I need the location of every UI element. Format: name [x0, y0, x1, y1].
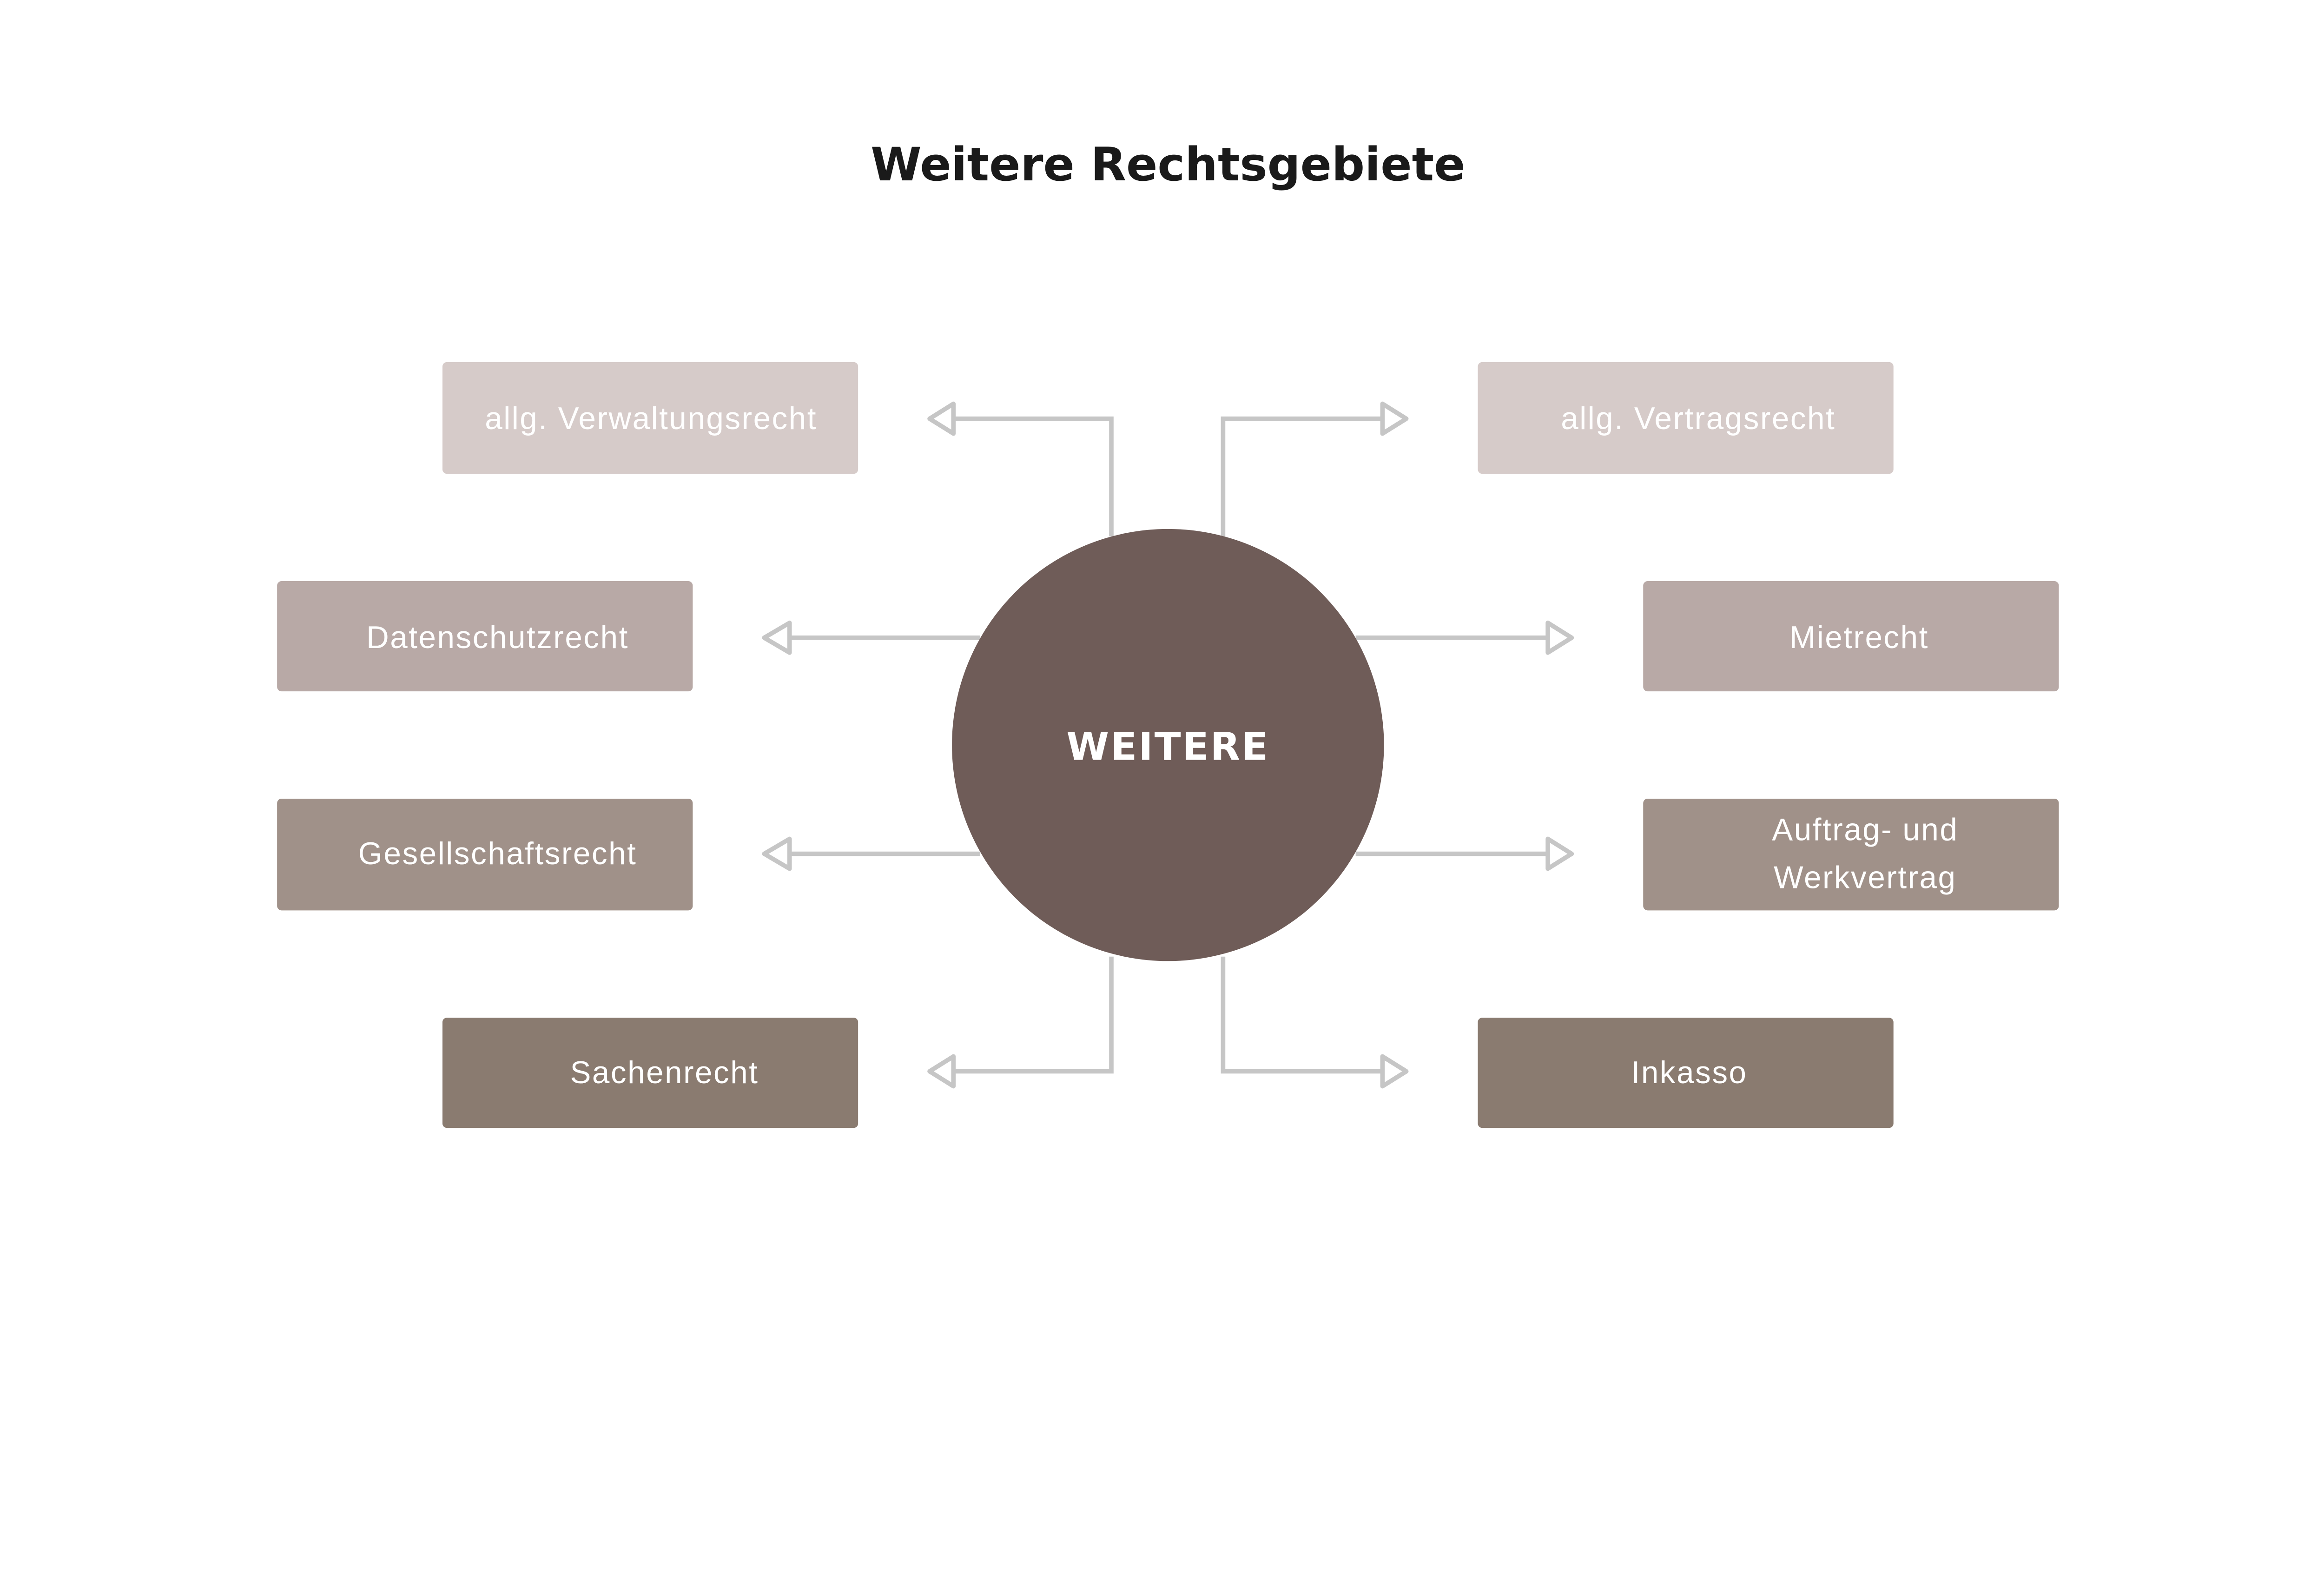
arrow-left-2-icon	[762, 620, 792, 655]
node-auftrag-werkvertrag: Auftrag- und Werkvertrag	[1643, 798, 2059, 911]
node-box	[1478, 1018, 1894, 1128]
node-label-line1: Auftrag- und	[1772, 813, 1958, 847]
node-label: Datenschutzrecht	[366, 620, 629, 655]
arrow-right-2-icon	[1545, 620, 1574, 655]
connector-right-1	[1221, 416, 1383, 536]
mind-map-diagram: Weitere Rechtsgebiete WEITERE allg. Verw…	[277, 138, 2059, 1128]
node-label: allg. Verwaltungsrecht	[485, 401, 817, 436]
arrow-right-4-icon	[1380, 1054, 1409, 1089]
center-label: WEITERE	[1066, 724, 1269, 769]
node-box	[442, 1018, 858, 1128]
node-datenschutzrecht: Datenschutzrecht	[277, 581, 693, 692]
node-allg-verwaltungsrecht: allg. Verwaltungsrecht	[442, 362, 858, 474]
node-label: Sachenrecht	[570, 1055, 759, 1090]
arrow-right-3-icon	[1545, 836, 1574, 871]
node-label: Mietrecht	[1789, 620, 1929, 655]
connectors	[762, 401, 1574, 1089]
node-label: Gesellschaftsrecht	[358, 836, 637, 871]
diagram-title: Weitere Rechtsgebiete	[871, 138, 1465, 192]
arrow-left-4-icon	[927, 1054, 956, 1089]
node-mietrecht: Mietrecht	[1643, 581, 2059, 692]
node-box	[1643, 581, 2059, 692]
node-box	[1478, 362, 1894, 474]
node-box	[277, 798, 693, 911]
node-label-line2: Werkvertrag	[1774, 860, 1956, 895]
connector-left-4	[953, 956, 1114, 1074]
node-allg-vertragsrecht: allg. Vertragsrecht	[1478, 362, 1894, 474]
center-node: WEITERE	[952, 529, 1384, 961]
node-box	[277, 581, 693, 692]
arrow-left-3-icon	[762, 836, 792, 871]
node-gesellschaftsrecht: Gesellschaftsrecht	[277, 798, 693, 911]
node-inkasso: Inkasso	[1478, 1018, 1894, 1128]
connector-left-1	[953, 416, 1114, 536]
arrow-right-1-icon	[1380, 401, 1409, 436]
node-label: allg. Vertragsrecht	[1561, 401, 1835, 436]
node-box	[442, 362, 858, 474]
node-box	[1643, 798, 2059, 911]
node-label: Inkasso	[1631, 1055, 1748, 1090]
connector-right-4	[1221, 956, 1383, 1074]
node-sachenrecht: Sachenrecht	[442, 1018, 858, 1128]
center-circle	[952, 529, 1384, 961]
arrow-left-1-icon	[927, 401, 956, 436]
